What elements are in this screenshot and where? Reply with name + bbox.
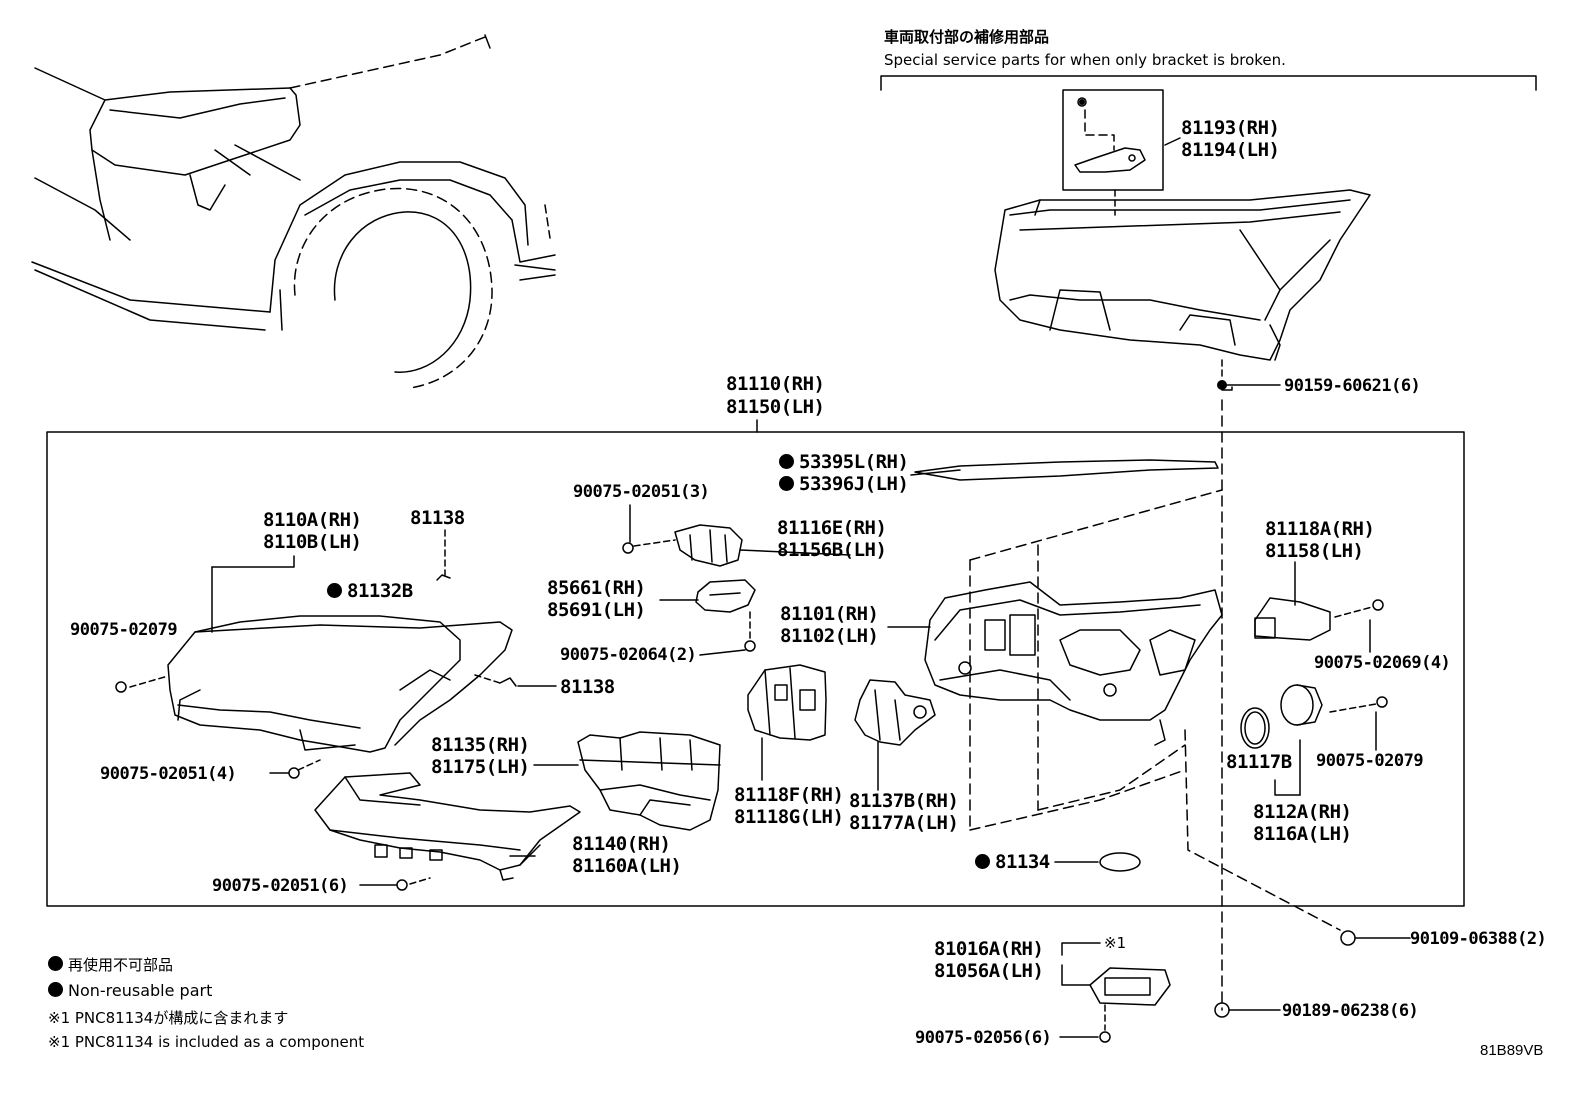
- housing-lh: 81102(LH): [780, 625, 879, 647]
- nonreusable-dot: [48, 956, 63, 971]
- lens-rh: 8110A(RH): [263, 509, 362, 531]
- headlamp-illustration-top: [994, 189, 1371, 381]
- screw-socket-label: 90075-02069(4): [1314, 653, 1451, 673]
- ring-gasket-illustration: [1099, 852, 1141, 872]
- nonreusable-dot: [975, 854, 990, 869]
- housing-illustration: [924, 581, 1223, 746]
- legend-note-jp: ※1 PNC81134が構成に含まれます: [48, 1009, 289, 1027]
- seal-strip-lh: 53396J(LH): [779, 473, 909, 495]
- clip-side-label: 81138: [560, 676, 615, 698]
- actuator-rh: 85661(RH): [547, 577, 646, 599]
- module-lh: 81118G(LH): [734, 806, 844, 828]
- ecu-rh: 81016A(RH): [934, 938, 1044, 960]
- ring-gasket-text: 81134: [995, 851, 1050, 873]
- figure-reference: 81B89VB: [1480, 1042, 1544, 1059]
- small-bracket-lh: 81156B(LH): [777, 539, 887, 561]
- lens-lh: 8110B(LH): [263, 531, 362, 553]
- cap-lh: 8116A(LH): [1253, 823, 1352, 845]
- socket-lh: 81158(LH): [1265, 540, 1364, 562]
- screw-cap-label: 90075-02079: [1316, 751, 1424, 771]
- garnish-rh: 81140(RH): [572, 833, 671, 855]
- housing-rh: 81101(RH): [780, 603, 879, 625]
- screw-actuator-label: 90075-02064(2): [560, 645, 697, 665]
- lens-illustration: [115, 529, 557, 779]
- drl-unit-rh: 81135(RH): [431, 734, 530, 756]
- screw-garnish-label: 90075-02051(6): [212, 876, 349, 896]
- clip-top-label: 81138: [410, 507, 465, 529]
- legend-nonreusable-jp: 再使用不可部品: [48, 956, 173, 974]
- screw-lens-bottom-label: 90075-02051(4): [100, 764, 237, 784]
- small-bracket-illustration: [622, 504, 743, 567]
- top-clip-label: 90159-60621(6): [1284, 376, 1421, 396]
- assembly-frame: [46, 431, 1465, 907]
- ring-gasket: 81134: [975, 851, 1050, 873]
- seal-strip-rh: 53395L(RH): [779, 451, 909, 473]
- ecu-lh: 81056A(LH): [934, 960, 1044, 982]
- seal-strip-illustration: [914, 459, 1219, 481]
- screw-ecu-label: 90075-02056(6): [915, 1028, 1052, 1048]
- header-title-jp: 車両取付部の補修用部品: [884, 28, 1050, 46]
- cap-illustration: [1240, 684, 1388, 796]
- drl-unit-lh: 81175(LH): [431, 756, 530, 778]
- bracket-illustration: [1062, 89, 1181, 191]
- lens-gasket-text: 81132B: [347, 580, 413, 602]
- legend-nonreusable-jp-text: 再使用不可部品: [68, 956, 174, 974]
- seal-strip-rh-text: 53395L(RH): [799, 451, 909, 473]
- actuator-illustration: [695, 579, 756, 652]
- o-ring-label: 81117B: [1226, 751, 1292, 773]
- small-bracket-rh: 81116E(RH): [777, 517, 887, 539]
- harness-rh: 81137B(RH): [849, 790, 959, 812]
- garnish-illustration: [314, 772, 581, 891]
- nonreusable-dot: [779, 476, 794, 491]
- legend-nonreusable-en-text: Non-reusable part: [68, 981, 213, 1000]
- bracket-part-lh: 81194(LH): [1181, 139, 1280, 161]
- drl-unit-illustration: [577, 731, 721, 831]
- actuator-lh: 85691(LH): [547, 599, 646, 621]
- seal-strip-lh-text: 53396J(LH): [799, 473, 909, 495]
- ecu-illustration: [1059, 942, 1171, 1043]
- bracket-part-rh: 81193(RH): [1181, 117, 1280, 139]
- screw-lens-left-label: 90075-02079: [70, 620, 178, 640]
- socket-illustration: [1254, 561, 1384, 653]
- cap-rh: 8112A(RH): [1253, 801, 1352, 823]
- nonreusable-dot: [327, 583, 342, 598]
- socket-rh: 81118A(RH): [1265, 518, 1375, 540]
- clip-bottom-label: 90189-06238(6): [1282, 1001, 1419, 1021]
- vehicle-front-illustration: [31, 34, 556, 389]
- garnish-lh: 81160A(LH): [572, 855, 682, 877]
- harness-illustration: [854, 679, 936, 791]
- service-parts-bracket-line: [880, 75, 1537, 91]
- module-rh: 81118F(RH): [734, 784, 844, 806]
- module-illustration: [747, 664, 827, 781]
- ecu-note-mark: ※1: [1104, 934, 1127, 952]
- legend-note-en: ※1 PNC81134 is included as a component: [48, 1033, 365, 1051]
- legend-nonreusable-en: Non-reusable part: [48, 982, 212, 1000]
- assembly-lh: 81150(LH): [726, 396, 825, 418]
- clip-lower-right-label: 90109-06388(2): [1410, 929, 1547, 949]
- harness-lh: 81177A(LH): [849, 812, 959, 834]
- nonreusable-dot: [48, 982, 63, 997]
- nonreusable-dot: [779, 454, 794, 469]
- assembly-rh: 81110(RH): [726, 373, 825, 395]
- header-title-en: Special service parts for when only brac…: [884, 51, 1286, 69]
- screw-upper-label: 90075-02051(3): [573, 482, 710, 502]
- lens-gasket: 81132B: [327, 580, 413, 602]
